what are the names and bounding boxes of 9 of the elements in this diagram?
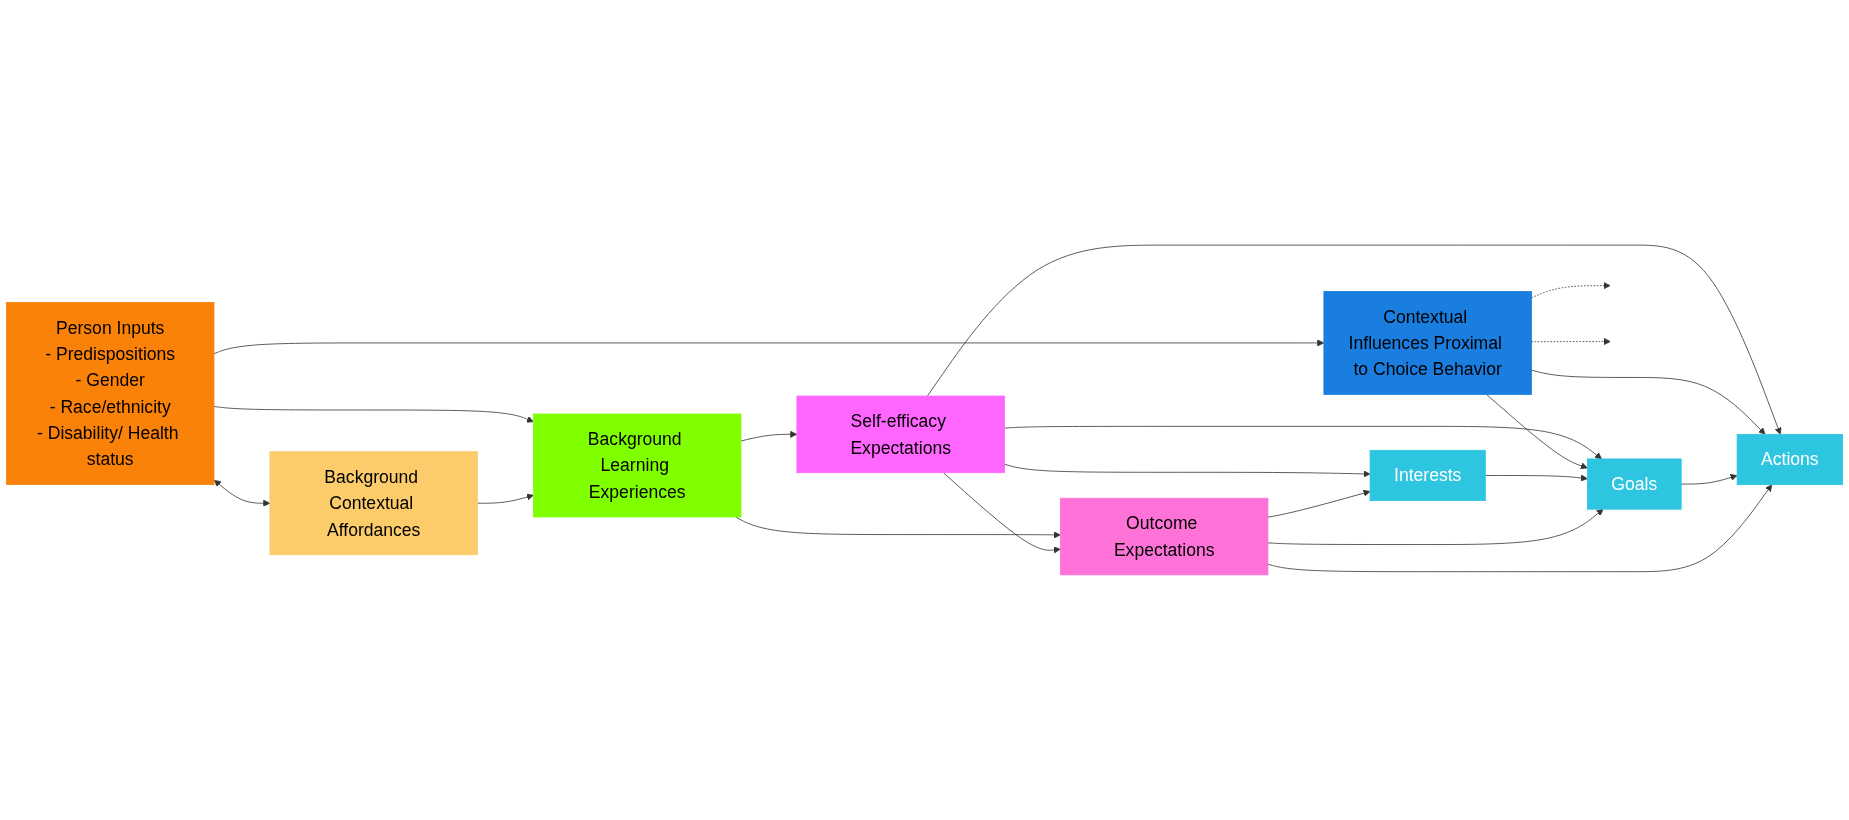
node-box: Person Inputs - Predispositions - Gender - Race/ethnicity - Disability/ Health status	[6, 302, 215, 485]
node-box: Outcome Expectations	[1060, 497, 1269, 576]
node-box: Background Learning Experiences	[533, 413, 742, 518]
node-box: Actions	[1736, 433, 1843, 486]
node-box: Self-efficacy Expectations	[796, 395, 1005, 474]
node-box: Contextual Influences Proximal to Choice Behavior	[1323, 291, 1532, 395]
node-box: Interests	[1369, 449, 1486, 502]
node-box: Background Contextual Affordances	[269, 451, 478, 556]
node-box: Goals	[1587, 458, 1682, 510]
